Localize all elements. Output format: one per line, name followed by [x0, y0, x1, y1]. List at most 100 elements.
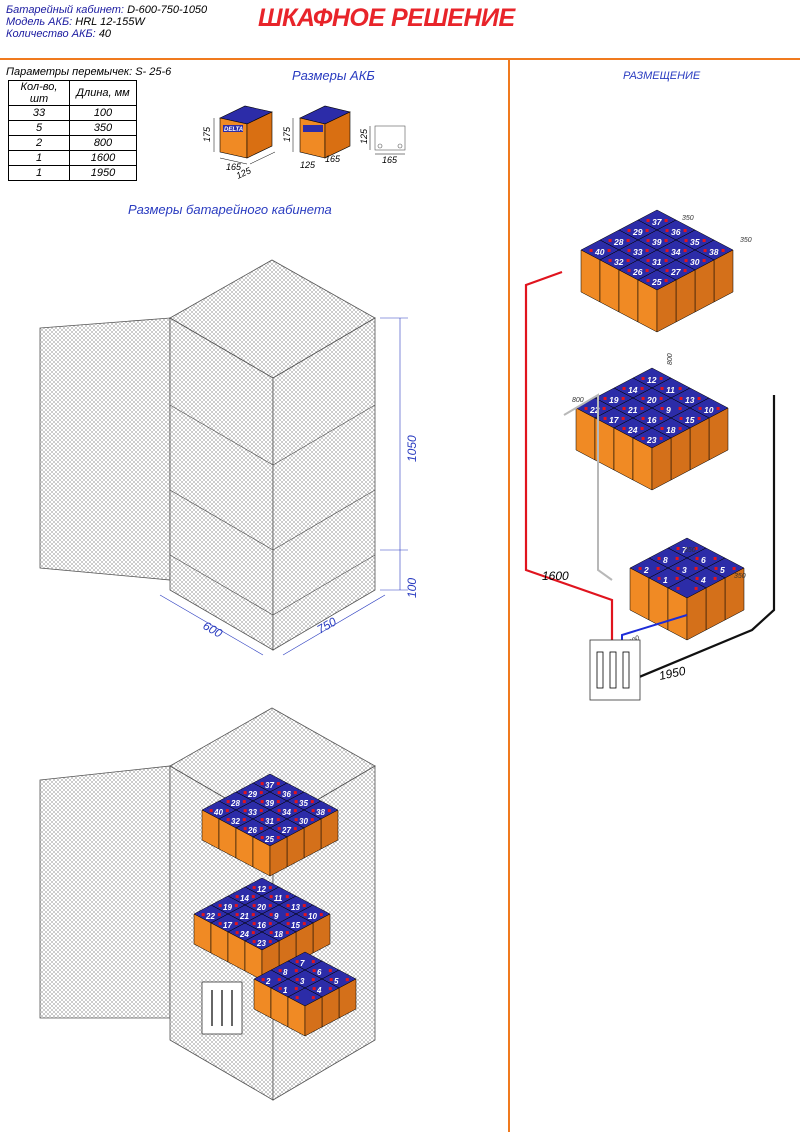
battery-number: 18	[274, 930, 283, 939]
jumper-350-label-4: 350	[734, 573, 746, 580]
cabinet-value: D-600-750-1050	[127, 4, 208, 16]
battery-number: 21	[627, 405, 638, 415]
battery-front-view: DELTA 175 165 125	[202, 105, 276, 181]
battery-number: 30	[299, 817, 308, 826]
dim-h1: 175	[202, 126, 212, 142]
model-value: HRL 12-155W	[75, 16, 145, 28]
header-divider	[0, 58, 800, 60]
battery-number: 19	[609, 395, 619, 405]
battery-number: 32	[231, 817, 240, 826]
jumper-350-label: 350	[682, 215, 694, 222]
dim-height: 1050	[405, 435, 419, 462]
battery-cell: 25	[637, 269, 677, 333]
battery-cell: 23	[632, 427, 672, 491]
battery-number: 18	[666, 425, 676, 435]
battery-number: 2	[643, 565, 649, 575]
battery-number: 13	[685, 395, 695, 405]
len-cell: 1600	[69, 150, 137, 166]
battery-number: 6	[701, 555, 706, 565]
battery-number: 15	[685, 415, 695, 425]
len-cell: 100	[69, 105, 137, 121]
battery-number: 35	[299, 799, 308, 808]
dim-w2b: 165	[325, 154, 341, 164]
battery-number: 29	[247, 790, 257, 799]
jumper-800-label: 800	[572, 397, 584, 404]
black-cable-length: 1950	[658, 664, 687, 683]
dim-h3: 125	[359, 128, 369, 144]
battery-number: 16	[647, 415, 657, 425]
battery-number: 20	[646, 395, 657, 405]
cabinet-right-face	[272, 317, 376, 651]
loaded-cabinet-drawing: 3736353829393430283331274032262512111310…	[39, 707, 376, 1101]
battery-number: 13	[291, 903, 300, 912]
placement-drawing: 3736353829393430283331274032262512111310…	[524, 209, 776, 701]
col-qty-header: Кол-во, шт	[8, 80, 70, 106]
dim-h2: 175	[282, 126, 292, 142]
battery-number: 38	[316, 808, 325, 817]
battery-number: 39	[265, 799, 274, 808]
cabinet-door	[39, 317, 171, 581]
dim-base: 100	[405, 578, 419, 598]
dim-w3: 165	[382, 155, 398, 165]
battery-number: 9	[666, 405, 671, 415]
battery-side-view: 175 125 165	[282, 105, 351, 170]
battery-cell	[287, 987, 323, 1037]
brand-label: DELTA	[224, 127, 243, 133]
battery-number: 8	[663, 555, 668, 565]
battery-number: 12	[257, 885, 266, 894]
battery-number: 33	[248, 808, 257, 817]
battery-number: 34	[671, 247, 681, 257]
jumper-table-header: Кол-во, шт Длина, мм	[8, 80, 137, 106]
count-value: 40	[98, 28, 112, 40]
battery-number: 14	[240, 894, 249, 903]
battery-number: 36	[671, 227, 681, 237]
qty-cell: 1	[8, 150, 70, 166]
placement-heading: РАЗМЕЩЕНИЕ	[623, 70, 701, 82]
battery-number: 9	[274, 912, 279, 921]
cabinet-label: Батарейный кабинет:	[6, 4, 124, 16]
battery-number: 31	[652, 257, 662, 267]
cabinet-dims-heading: Размеры батарейного кабинета	[128, 202, 332, 217]
battery-number: 5	[720, 565, 725, 575]
battery-number: 20	[256, 903, 266, 912]
cabinet-drawing: 1050 100 600 750	[39, 259, 419, 656]
header-info: Батарейный кабинет: D-600-750-1050 Модел…	[6, 4, 207, 40]
battery-number: 3	[682, 565, 687, 575]
battery-number: 38	[709, 247, 719, 257]
battery-number: 37	[265, 781, 274, 790]
grey-jumper	[563, 393, 613, 581]
battery-number: 36	[282, 790, 291, 799]
battery-number: 37	[652, 217, 663, 227]
dim-w2a: 125	[300, 160, 316, 170]
battery-number: 16	[257, 921, 266, 930]
battery-number: 11	[274, 894, 283, 903]
battery-number: 24	[239, 930, 249, 939]
battery-dims-drawing: DELTA 175 165 125 175 125 165 125 165	[202, 105, 406, 181]
battery-number: 32	[614, 257, 624, 267]
battery-number: 25	[651, 277, 662, 287]
battery-number: 24	[627, 425, 638, 435]
battery-number: 28	[613, 237, 624, 247]
battery-number: 5	[334, 977, 339, 986]
battery-number: 21	[239, 912, 249, 921]
battery-number: 12	[647, 375, 657, 385]
battery-number: 27	[670, 267, 682, 277]
column-divider	[508, 58, 510, 1132]
dim-w1: 165	[226, 162, 242, 172]
battery-number: 29	[632, 227, 643, 237]
battery-number: 26	[632, 267, 643, 277]
battery-number: 27	[281, 826, 291, 835]
battery-number: 23	[256, 939, 266, 948]
battery-number: 33	[633, 247, 643, 257]
qty-cell: 2	[8, 135, 70, 151]
battery-stack: 3736353829393430283331274032262512111310…	[193, 773, 357, 1037]
model-label: Модель АКБ:	[6, 16, 73, 28]
cabinet-door	[39, 765, 171, 1019]
battery-number: 23	[646, 435, 657, 445]
battery-number: 40	[594, 247, 605, 257]
battery-number: 11	[666, 385, 675, 395]
